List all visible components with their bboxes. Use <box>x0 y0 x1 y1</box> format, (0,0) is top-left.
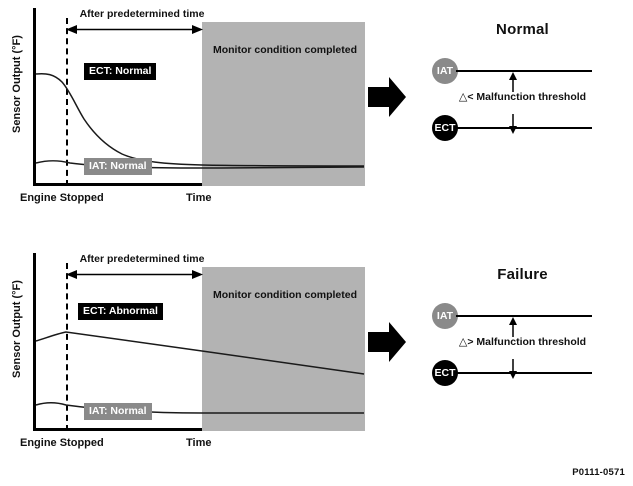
series-tag-ect: ECT: Abnormal <box>78 303 163 320</box>
iat-badge: IAT <box>432 303 458 329</box>
sensor-row-iat: IAT <box>432 303 622 329</box>
ect-badge: ECT <box>432 115 458 141</box>
iat-level-line <box>456 70 592 72</box>
result-panel-failure: Failure IAT ECT △> Malfunction threshold <box>412 245 633 460</box>
panel-title: Normal <box>496 21 549 38</box>
engine-stopped-marker <box>66 263 68 431</box>
monitor-condition-label: Monitor condition completed <box>212 44 358 56</box>
threshold-label: Malfunction threshold <box>476 336 587 348</box>
chart-curves-failure <box>35 331 365 414</box>
flow-arrow-icon <box>368 322 406 362</box>
predetermined-time-arrow <box>66 270 203 279</box>
predetermined-time-label: After predetermined time <box>79 253 205 265</box>
delta-symbol: △ <box>458 336 468 348</box>
comparator-symbol: < <box>467 91 474 103</box>
sensor-row-ect: ECT <box>432 360 622 386</box>
x-tick-time: Time <box>186 192 212 204</box>
iat-badge: IAT <box>432 58 458 84</box>
chart-curves-normal <box>35 72 365 169</box>
comparator-symbol: > <box>467 336 474 348</box>
x-axis-line <box>33 183 365 186</box>
y-axis-line <box>33 253 36 431</box>
predetermined-time-label: After predetermined time <box>79 8 205 20</box>
ect-badge: ECT <box>432 360 458 386</box>
chart-failure: Sensor Output (°F) Monitor condition com… <box>0 245 375 460</box>
threshold-label: Malfunction threshold <box>476 91 587 103</box>
x-tick-engine-stopped: Engine Stopped <box>20 437 104 449</box>
diagram-row-normal: Sensor Output (°F) Monitor condition com… <box>0 0 633 225</box>
flow-arrow-icon <box>368 77 406 117</box>
x-axis-line <box>33 428 365 431</box>
sensor-row-ect: ECT <box>432 115 622 141</box>
delta-gap-arrows-icon <box>509 317 517 379</box>
ect-level-line <box>456 372 592 374</box>
series-tag-ect: ECT: Normal <box>84 63 157 80</box>
diagram-row-failure: Sensor Output (°F) Monitor condition com… <box>0 245 633 470</box>
predetermined-time-arrow <box>66 25 203 34</box>
threshold-text: △> Malfunction threshold <box>412 335 633 348</box>
series-tag-iat: IAT: Normal <box>84 403 152 420</box>
x-tick-time: Time <box>186 437 212 449</box>
engine-stopped-marker <box>66 18 68 186</box>
iat-level-line <box>456 315 592 317</box>
y-axis-line <box>33 8 36 186</box>
sensor-row-iat: IAT <box>432 58 622 84</box>
ect-level-line <box>456 127 592 129</box>
figure-reference-code: P0111-0571 <box>572 467 625 478</box>
monitor-condition-region <box>202 267 365 431</box>
result-panel-normal: Normal IAT ECT △< Malfunction threshold <box>412 0 633 215</box>
delta-gap-arrows-icon <box>509 72 517 134</box>
delta-symbol: △ <box>458 91 468 103</box>
monitor-condition-label: Monitor condition completed <box>212 289 358 301</box>
monitor-condition-region <box>202 22 365 186</box>
series-tag-iat: IAT: Normal <box>84 158 152 175</box>
chart-normal: Sensor Output (°F) Monitor condition com… <box>0 0 375 215</box>
panel-title: Failure <box>497 266 548 283</box>
x-tick-engine-stopped: Engine Stopped <box>20 192 104 204</box>
threshold-text: △< Malfunction threshold <box>412 90 633 103</box>
